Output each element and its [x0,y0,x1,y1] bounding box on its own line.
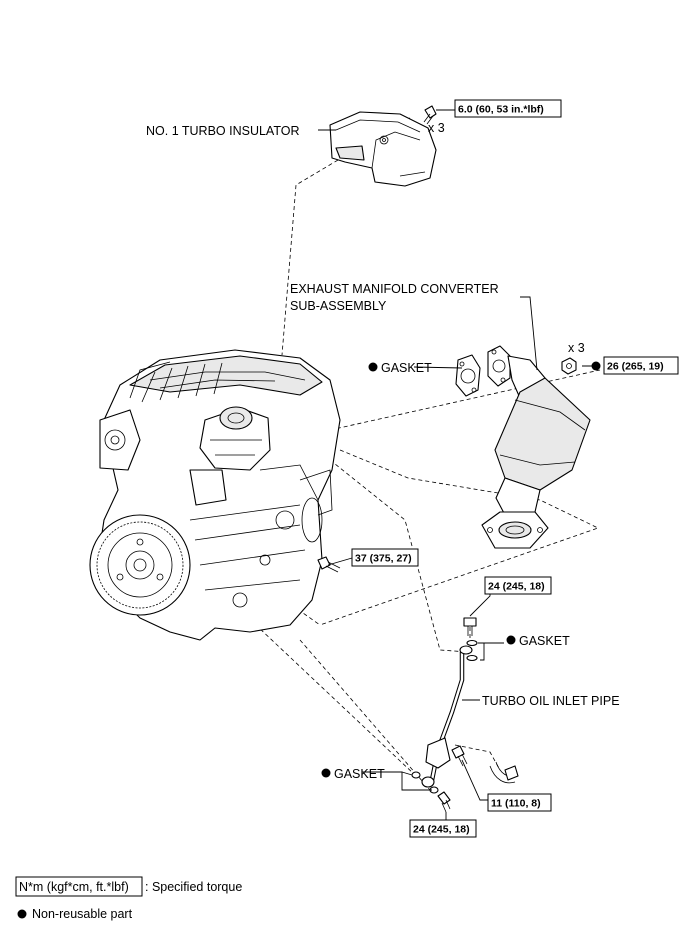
torque-bracket-value: 11 (110, 8) [491,798,541,810]
torque-union-lower-value: 24 (245, 18) [413,824,470,836]
torque-union-upper-value: 24 (245, 18) [488,581,545,593]
union-bolt-upper-icon [463,617,477,636]
legend-torque-unit: N*m (kgf*cm, ft.*lbf) [19,880,129,894]
converter-gasket-icon [455,354,481,397]
engine-bolt-icon [317,556,341,573]
converter-nut-icon [561,357,577,375]
torque-box-union-upper: 24 (245, 18) [484,576,552,595]
torque-engine-value: 37 (375, 27) [355,553,412,565]
bracket-bolt-icon [451,745,468,767]
legend-torque-desc: : Specified torque [145,880,242,894]
engine-assembly [89,349,341,641]
converter-label-line2: SUB-ASSEMBLY [290,299,387,313]
torque-box-converter: 26 (265, 19) [603,356,679,375]
converter-label-line1: EXHAUST MANIFOLD CONVERTER [290,282,499,296]
nonreusable-mark-icon [368,362,378,372]
turbo-insulator-label: NO. 1 TURBO INSULATOR [146,124,300,138]
torque-box-bracket: 11 (110, 8) [487,793,552,812]
insulator-qty-label: x 3 [428,121,445,135]
oil-gasket-lower-label: GASKET [334,767,385,781]
turbo-oil-inlet-pipe [421,645,473,788]
legend: N*m (kgf*cm, ft.*lbf) : Specified torque… [15,876,242,921]
torque-insulator-value: 6.0 (60, 53 in.*lbf) [458,104,544,116]
oil-inlet-pipe-label: TURBO OIL INLET PIPE [482,694,620,708]
turbo-insulator [329,111,437,187]
leader-lines [318,109,600,820]
oil-gasket-upper-icon [466,639,478,662]
nonreusable-mark-icon [321,768,331,778]
exhaust-manifold-converter [481,345,591,549]
oil-gasket-upper-label: GASKET [519,634,570,648]
torque-box-insulator: 6.0 (60, 53 in.*lbf) [454,99,562,118]
union-bolt-lower-icon [437,791,451,813]
legend-nonreusable-desc: Non-reusable part [32,907,133,921]
oil-hose-end-icon [489,761,519,784]
converter-qty-label: x 3 [568,341,585,355]
nonreusable-mark-icon [506,635,516,645]
insulator-bolt-icon [423,105,437,125]
torque-box-union-lower: 24 (245, 18) [409,819,477,838]
torque-converter-value: 26 (265, 19) [607,361,664,373]
legend-nonreusable-icon [17,909,27,919]
nonreusable-mark-icon [591,361,601,371]
torque-box-engine: 37 (375, 27) [351,548,419,567]
converter-gasket-label: GASKET [381,361,432,375]
